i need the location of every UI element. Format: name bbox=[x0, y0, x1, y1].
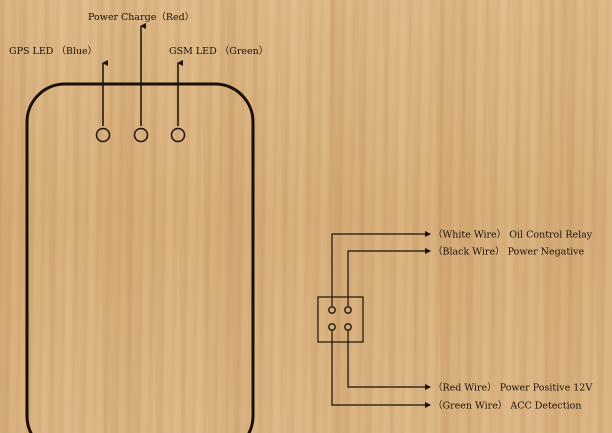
white-wire-line bbox=[331, 231, 431, 306]
green-wire-label: （Green Wire） ACC Detection bbox=[433, 400, 581, 412]
power-led-circle bbox=[133, 127, 149, 143]
connector-pin bbox=[328, 306, 336, 314]
device-outline bbox=[25, 82, 255, 433]
black-wire-label: （Black Wire） Power Negative bbox=[433, 246, 585, 258]
red-wire-label: （Red Wire） Power Positive 12V bbox=[433, 382, 592, 394]
green-wire-line bbox=[331, 331, 431, 408]
gps-led-label: GPS LED （Blue） bbox=[9, 45, 97, 57]
connector-pin bbox=[344, 306, 352, 314]
connector-pin bbox=[328, 323, 336, 331]
white-wire-label: （White Wire） Oil Control Relay bbox=[433, 229, 593, 241]
red-wire-line bbox=[347, 331, 431, 390]
connector-pin bbox=[344, 323, 352, 331]
black-wire-line bbox=[347, 248, 431, 306]
power-charge-label: Power Charge（Red） bbox=[88, 11, 194, 23]
gsm-led-label: GSM LED （Green） bbox=[169, 45, 268, 57]
gsm-led-circle bbox=[170, 127, 186, 143]
connector-block bbox=[317, 296, 364, 343]
gps-led-circle bbox=[95, 127, 111, 143]
